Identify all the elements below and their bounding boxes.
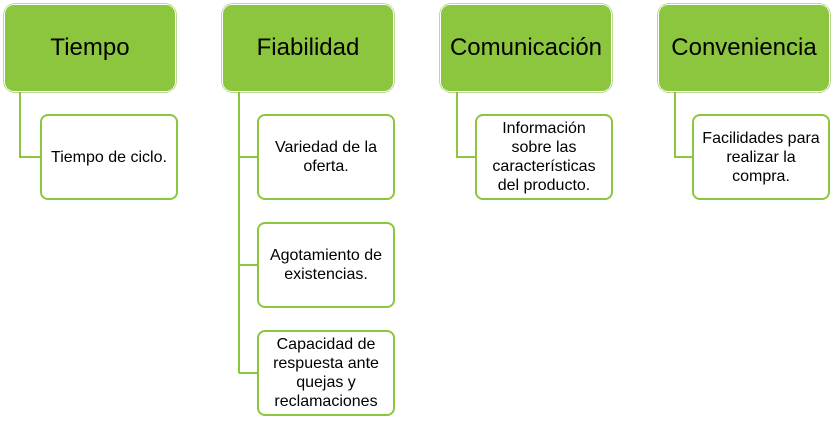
child-informacion-producto-label: Información sobre las características de… xyxy=(492,120,596,194)
child-agotamiento-existencias-label: Agotamiento de existencias. xyxy=(269,247,383,283)
header-tiempo-label: Tiempo xyxy=(50,34,130,61)
child-informacion-producto: Información sobre las características de… xyxy=(475,114,613,200)
child-variedad-oferta: Variedad de la oferta. xyxy=(257,114,395,200)
connector-tiempo-1 xyxy=(19,92,40,158)
connector-conveniencia-1 xyxy=(674,92,692,158)
header-comunicacion-label: Comunicación xyxy=(449,34,603,61)
child-facilidades-compra-label: Facilidades para realizar la compra. xyxy=(702,129,820,185)
child-variedad-oferta-label: Variedad de la oferta. xyxy=(275,139,377,175)
header-conveniencia-label: Conveniencia xyxy=(671,34,817,61)
header-fiabilidad: Fiabilidad xyxy=(222,4,394,92)
header-fiabilidad-label: Fiabilidad xyxy=(256,34,360,61)
child-facilidades-compra: Facilidades para realizar la compra. xyxy=(692,114,830,200)
header-conveniencia: Conveniencia xyxy=(658,4,830,92)
child-agotamiento-existencias: Agotamiento de existencias. xyxy=(257,222,395,308)
connector-comunicacion-1 xyxy=(456,92,475,158)
header-comunicacion: Comunicación xyxy=(440,4,612,92)
child-tiempo-de-ciclo: Tiempo de ciclo. xyxy=(40,114,178,200)
child-tiempo-de-ciclo-label: Tiempo de ciclo. xyxy=(51,148,167,166)
header-tiempo: Tiempo xyxy=(4,4,176,92)
child-capacidad-respuesta: Capacidad de respuesta ante quejas y rec… xyxy=(257,330,395,416)
child-capacidad-respuesta-label: Capacidad de respuesta ante quejas y rec… xyxy=(273,336,379,410)
